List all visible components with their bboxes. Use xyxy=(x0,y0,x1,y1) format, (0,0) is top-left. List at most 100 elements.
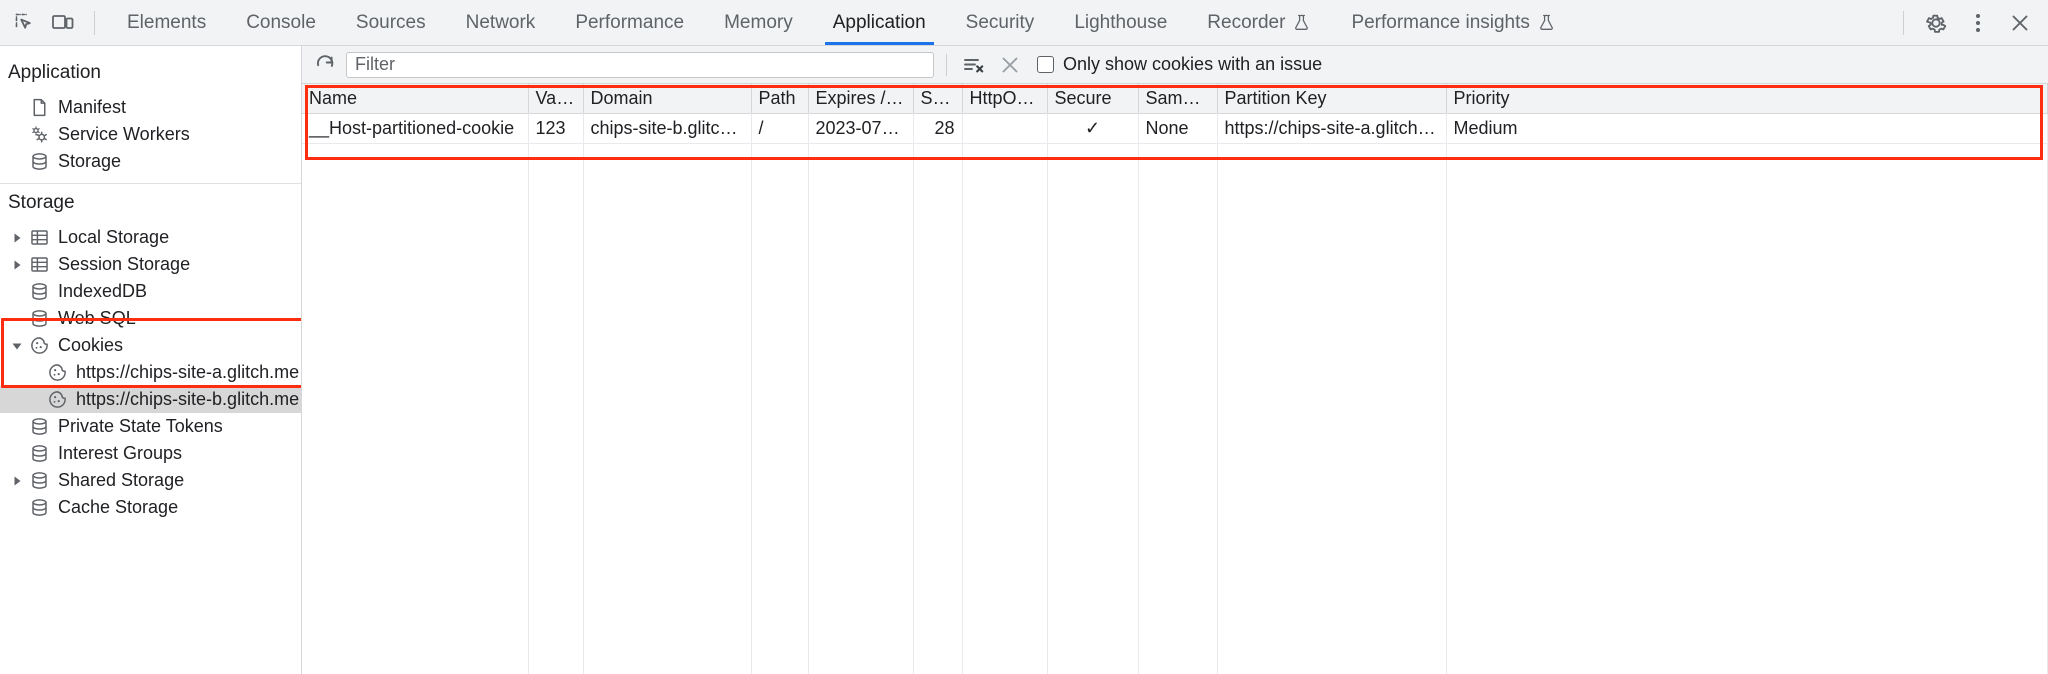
column-header-name[interactable]: Name xyxy=(302,84,529,114)
cell-priority[interactable]: Medium xyxy=(1446,113,2048,144)
column-header-priority[interactable]: Priority xyxy=(1446,84,2048,114)
table-empty-row xyxy=(302,263,2048,293)
cell-empty xyxy=(962,353,1048,383)
cell-empty xyxy=(1138,323,1218,353)
cell-empty xyxy=(751,653,809,674)
close-icon[interactable] xyxy=(2000,3,2040,43)
sidebar-item-storage[interactable]: Storage xyxy=(0,148,301,175)
cookie-icon xyxy=(44,362,70,383)
cell-empty xyxy=(1446,533,2048,563)
chevron-right-icon[interactable] xyxy=(8,475,26,487)
cell-empty xyxy=(1138,173,1218,203)
cell-empty xyxy=(808,293,914,323)
cell-empty xyxy=(1217,293,1447,323)
inspect-cursor-icon[interactable] xyxy=(6,4,44,42)
cell-empty xyxy=(1047,623,1139,653)
sidebar-item-indexeddb[interactable]: IndexedDB xyxy=(0,278,301,305)
cell-httponly[interactable] xyxy=(962,113,1048,144)
cell-empty xyxy=(1446,593,2048,623)
cell-empty xyxy=(962,533,1048,563)
tab-application[interactable]: Application xyxy=(813,0,946,45)
cell-empty xyxy=(528,173,584,203)
chevron-down-icon[interactable] xyxy=(8,340,26,352)
tab-elements[interactable]: Elements xyxy=(107,0,226,45)
cell-empty xyxy=(751,263,809,293)
cell-empty xyxy=(1217,323,1447,353)
cell-empty xyxy=(1138,353,1218,383)
column-header-expires[interactable]: Expires / M… xyxy=(808,84,914,114)
cell-empty xyxy=(913,173,963,203)
tab-recorder[interactable]: Recorder xyxy=(1187,0,1331,45)
table-empty-row xyxy=(302,383,2048,413)
cell-secure[interactable]: ✓ xyxy=(1047,113,1139,144)
tab-label: Sources xyxy=(355,11,426,33)
cell-partition[interactable]: https://chips-site-a.glitch.me xyxy=(1217,113,1447,144)
sidebar-item-label: https://chips-site-b.glitch.me xyxy=(76,389,300,409)
cell-empty xyxy=(302,323,529,353)
cell-empty xyxy=(583,443,752,473)
device-toolbar-icon[interactable] xyxy=(44,4,82,42)
database-icon xyxy=(26,470,52,491)
column-header-httponly[interactable]: HttpOnly xyxy=(962,84,1048,114)
clear-filtered-icon[interactable] xyxy=(995,51,1025,79)
tab-performance-insights[interactable]: Performance insights xyxy=(1331,0,1575,45)
sidebar-item-shared-storage[interactable]: Shared Storage xyxy=(0,467,301,494)
sidebar-item-interest-groups[interactable]: Interest Groups xyxy=(0,440,301,467)
more-vertical-icon[interactable] xyxy=(1958,3,1998,43)
tab-network[interactable]: Network xyxy=(446,0,556,45)
sidebar-item-cookies[interactable]: Cookies xyxy=(0,332,301,359)
tab-lighthouse[interactable]: Lighthouse xyxy=(1054,0,1187,45)
sidebar-item-service-workers[interactable]: Service Workers xyxy=(0,121,301,148)
filter-input[interactable] xyxy=(346,51,934,78)
sidebar-item-cache-storage[interactable]: Cache Storage xyxy=(0,494,301,521)
sidebar-item-manifest[interactable]: Manifest xyxy=(0,94,301,121)
column-header-size[interactable]: Size xyxy=(913,84,963,114)
cell-empty xyxy=(1446,173,2048,203)
chevron-right-icon[interactable] xyxy=(8,232,26,244)
checkbox-box[interactable] xyxy=(1037,56,1054,73)
column-header-samesite[interactable]: SameSite xyxy=(1138,84,1218,114)
cell-empty xyxy=(1446,623,2048,653)
only-show-issues-checkbox[interactable]: Only show cookies with an issue xyxy=(1037,54,1322,75)
cell-expires[interactable]: 2023-07-07… xyxy=(808,113,914,144)
cell-domain[interactable]: chips-site-b.glitch.me xyxy=(583,113,752,144)
column-header-value[interactable]: Value xyxy=(528,84,584,114)
database-icon xyxy=(26,151,52,172)
cell-path[interactable]: / xyxy=(751,113,809,144)
clear-all-cookies-icon[interactable] xyxy=(959,51,989,79)
cell-name[interactable]: __Host-partitioned-cookie xyxy=(302,113,529,144)
sidebar-item-https-chips-site-b-glitch-me[interactable]: https://chips-site-b.glitch.me xyxy=(0,386,301,413)
cell-samesite[interactable]: None xyxy=(1138,113,1218,144)
cell-value[interactable]: 123 xyxy=(528,113,584,144)
tab-performance[interactable]: Performance xyxy=(555,0,704,45)
sidebar-item-private-state-tokens[interactable]: Private State Tokens xyxy=(0,413,301,440)
gear-icon[interactable] xyxy=(1916,3,1956,43)
refresh-icon[interactable] xyxy=(310,51,340,79)
sidebar-item-https-chips-site-a-glitch-me[interactable]: https://chips-site-a.glitch.me xyxy=(0,359,301,386)
cell-empty xyxy=(962,173,1048,203)
cell-empty xyxy=(583,233,752,263)
column-header-partition[interactable]: Partition Key xyxy=(1217,84,1447,114)
column-header-domain[interactable]: Domain xyxy=(583,84,752,114)
sidebar-item-local-storage[interactable]: Local Storage xyxy=(0,224,301,251)
sidebar-item-web-sql[interactable]: Web SQL xyxy=(0,305,301,332)
sidebar-item-session-storage[interactable]: Session Storage xyxy=(0,251,301,278)
sidebar-section-title: Application xyxy=(8,62,101,83)
cell-empty xyxy=(751,593,809,623)
cell-empty xyxy=(913,653,963,674)
cell-empty xyxy=(913,203,963,233)
table-empty-row xyxy=(302,473,2048,503)
sidebar-item-label: Service Workers xyxy=(58,124,190,144)
tab-security[interactable]: Security xyxy=(946,0,1055,45)
tab-console[interactable]: Console xyxy=(226,0,336,45)
table-empty-row xyxy=(302,323,2048,353)
tab-memory[interactable]: Memory xyxy=(704,0,813,45)
chevron-right-icon[interactable] xyxy=(8,259,26,271)
tab-sources[interactable]: Sources xyxy=(336,0,446,45)
column-header-secure[interactable]: Secure xyxy=(1047,84,1139,114)
cell-size[interactable]: 28 xyxy=(913,113,963,144)
column-header-path[interactable]: Path xyxy=(751,84,809,114)
cell-empty xyxy=(1138,413,1218,443)
